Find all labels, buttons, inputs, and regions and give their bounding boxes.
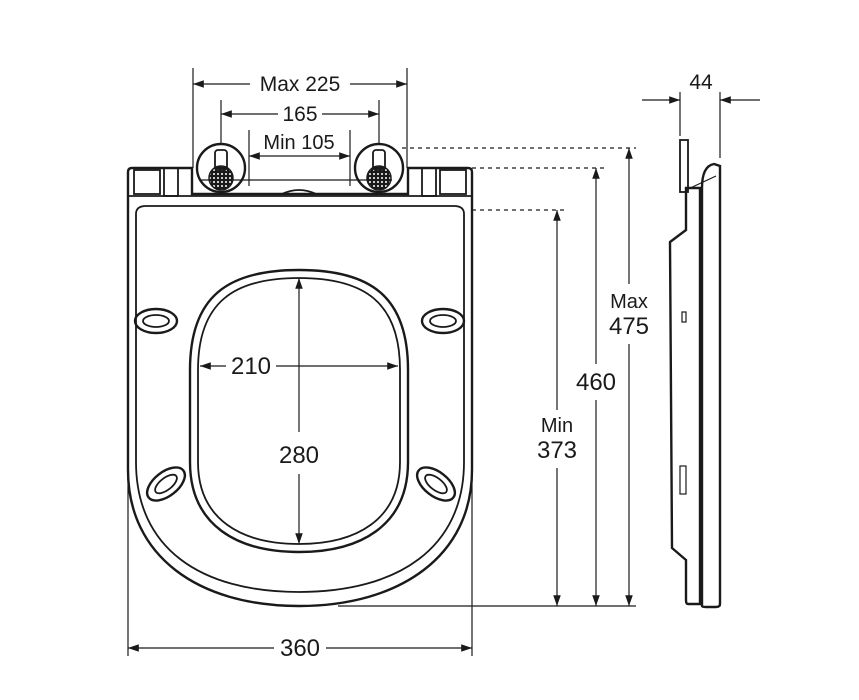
buffer-bottom-right (415, 466, 457, 502)
buffer-top-left (133, 307, 179, 335)
label-min-length-value: 373 (537, 437, 577, 464)
side-lid (700, 162, 722, 609)
label-max-length-prefix: Max (610, 291, 648, 313)
label-opening-length: 280 (279, 442, 319, 469)
label-opening-width: 210 (231, 353, 271, 380)
seat-top-view (126, 142, 474, 608)
seat-rim-outline (135, 205, 465, 593)
label-overall-width: 360 (280, 635, 320, 662)
label-hinge-spacing: 165 (282, 103, 317, 126)
label-min-hinge-spacing: Min 105 (263, 132, 334, 154)
dimension-labels: Max 225 165 Min 105 44 210 280 360 Min 3… (231, 71, 713, 662)
hinge-bar (126, 166, 474, 197)
label-max-length-value: 475 (609, 313, 649, 340)
label-thickness: 44 (689, 71, 713, 94)
seat-side-view (668, 139, 722, 609)
dimension-lines (127, 68, 760, 656)
side-hinge-post (679, 139, 689, 193)
label-length: 460 (576, 369, 616, 396)
label-max-hinge-spacing: Max 225 (260, 73, 341, 96)
seat-outer-outline (126, 196, 474, 608)
hinge-knob-right (353, 142, 405, 194)
seat-opening-outer (188, 268, 410, 554)
side-seat (668, 186, 702, 606)
buffer-bottom-left (145, 466, 187, 502)
hinge-knob-left (195, 142, 247, 194)
label-min-length-prefix: Min (541, 415, 573, 437)
buffer-top-right (420, 307, 466, 335)
